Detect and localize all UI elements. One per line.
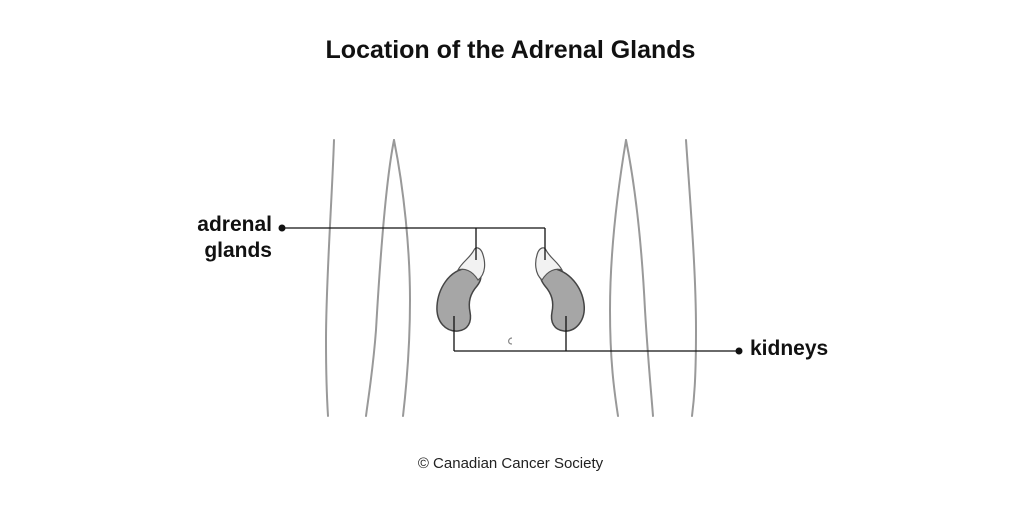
adrenal-leader-line [282, 227, 546, 260]
copyright-notice: © Canadian Cancer Society [417, 455, 604, 472]
torso-right-inner-line [625, 139, 654, 417]
torso-left-spine-line [393, 139, 412, 417]
torso-outline [324, 139, 698, 417]
kidneys-label: kidneys [750, 337, 829, 360]
right-kidney [539, 267, 585, 332]
left-adrenal-gland [456, 247, 486, 281]
torso-right-outer-line [685, 139, 698, 417]
torso-right-spine-line [608, 139, 627, 417]
adrenal-glands-label: adrenal glands [197, 213, 272, 262]
kidney-leader-line [453, 316, 739, 352]
small-mark [508, 337, 513, 345]
torso-left-inner-line [365, 139, 395, 417]
adrenal-leader-dot [278, 224, 286, 232]
left-kidney [436, 267, 482, 332]
right-adrenal-gland [535, 247, 564, 281]
kidney-leader-dot [735, 347, 743, 355]
torso-left-outer-line [324, 139, 335, 417]
diagram-title: Location of the Adrenal Glands [325, 36, 696, 64]
